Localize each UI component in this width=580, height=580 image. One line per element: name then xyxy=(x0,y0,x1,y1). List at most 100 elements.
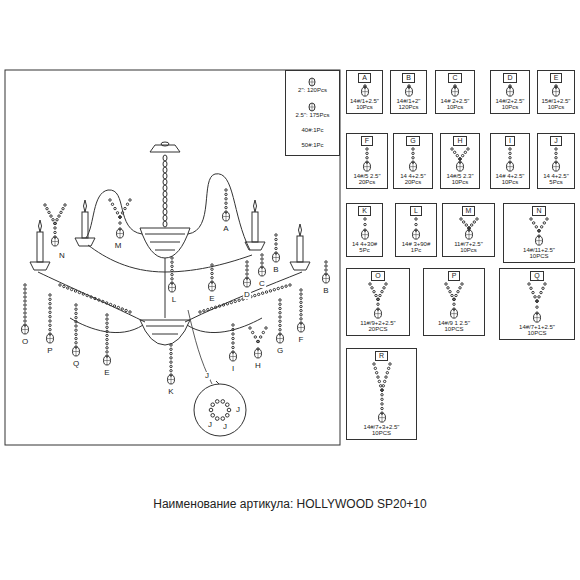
bead xyxy=(106,322,108,324)
part-box: H14#/5 2.3"10Pcs xyxy=(440,133,480,189)
bead xyxy=(377,298,379,300)
bead xyxy=(447,287,449,289)
bead xyxy=(254,336,256,338)
bead xyxy=(251,331,253,333)
bead xyxy=(323,274,330,283)
bead-count: 2": 120Pcs xyxy=(298,87,327,94)
bead xyxy=(63,285,65,287)
bead xyxy=(413,230,420,239)
part-box: Q14#/7+1+2.5"10PCS xyxy=(499,268,575,340)
bead xyxy=(279,307,281,309)
part-spec: 14# 4+2.5" xyxy=(496,173,525,180)
bead xyxy=(279,312,281,314)
icon-holder xyxy=(354,217,376,241)
crystal-drop xyxy=(230,352,237,361)
bead xyxy=(555,152,557,154)
part-letter: E xyxy=(550,73,563,83)
bead xyxy=(48,211,50,213)
bead xyxy=(371,287,373,289)
bead xyxy=(211,264,213,266)
bead xyxy=(410,162,417,171)
bead xyxy=(451,148,453,150)
bead xyxy=(46,207,48,209)
icon-holder xyxy=(371,362,393,424)
icon-holder xyxy=(545,84,567,98)
bead xyxy=(86,294,88,296)
bead xyxy=(281,286,283,288)
part-callout: A xyxy=(222,225,229,233)
crystal-drop xyxy=(209,282,216,291)
bead xyxy=(238,299,240,301)
part-letter: Q xyxy=(530,271,543,281)
icon-holder xyxy=(449,147,471,173)
part-letter: O xyxy=(371,271,384,281)
part-count: 20Pcs xyxy=(359,179,376,186)
part-callout: F xyxy=(298,336,305,344)
bead xyxy=(102,300,104,302)
bead xyxy=(24,288,26,290)
bead-count: 50#:1Pc xyxy=(301,142,323,149)
part-spec: 14#/5 2.3" xyxy=(446,173,473,180)
part-box: B14#/1+2"120Pcs xyxy=(390,70,427,114)
bead xyxy=(169,283,176,292)
bead xyxy=(227,408,231,412)
part-spec: 14#/11+2.5" xyxy=(523,247,555,254)
part-icon xyxy=(356,147,378,172)
part-icon xyxy=(443,282,465,319)
bead xyxy=(279,320,281,322)
bead xyxy=(232,328,234,330)
bead xyxy=(119,216,121,218)
bead xyxy=(279,303,281,305)
bead xyxy=(24,320,26,322)
icon-holder xyxy=(354,84,376,98)
drawing-frame xyxy=(5,70,340,445)
bead xyxy=(24,296,26,298)
bead xyxy=(114,207,116,209)
bead xyxy=(211,272,213,274)
bead xyxy=(459,158,461,160)
crystal-drop xyxy=(361,230,368,239)
bead xyxy=(232,333,234,335)
crystal-drop xyxy=(255,349,262,358)
bead xyxy=(171,278,173,280)
bead xyxy=(300,314,302,316)
part-box: N14#/11+2.5"10PCS xyxy=(503,203,575,263)
bead xyxy=(119,222,121,224)
bead xyxy=(215,417,219,421)
crystal-drop xyxy=(117,229,124,238)
part-spec: 14#/2+2.5" xyxy=(496,98,525,105)
part-spec: 14# 2+2.5" xyxy=(441,98,470,105)
bead xyxy=(171,261,173,263)
part-box: C14# 2+2.5"10Pcs xyxy=(435,70,475,114)
bead xyxy=(453,303,455,305)
bead xyxy=(453,151,455,153)
bead xyxy=(412,148,414,150)
bead xyxy=(62,207,64,209)
bead xyxy=(535,226,537,228)
part-spec: 14#/7+1+2.5" xyxy=(519,324,555,331)
bead xyxy=(49,311,51,313)
bead xyxy=(78,291,80,293)
bead xyxy=(257,293,259,295)
bead xyxy=(465,224,467,226)
bead xyxy=(379,295,381,297)
part-spec: 11#/7+2.5" xyxy=(454,241,483,248)
bead xyxy=(456,155,458,157)
bead xyxy=(75,337,77,339)
bead xyxy=(300,297,302,299)
part-letter: M xyxy=(462,206,476,216)
crystal-drop xyxy=(452,87,459,96)
bead xyxy=(536,236,543,245)
bead xyxy=(325,269,327,271)
part-icon xyxy=(306,102,318,112)
bead xyxy=(203,310,205,312)
part-count: 5Pcs xyxy=(549,179,562,186)
bead xyxy=(49,320,51,322)
part-letter: K xyxy=(358,206,371,216)
bead xyxy=(215,400,219,404)
bead xyxy=(459,287,461,289)
icon-holder xyxy=(356,147,378,173)
part-callout: Q xyxy=(72,360,80,368)
bead xyxy=(412,157,414,159)
bead xyxy=(106,326,108,328)
